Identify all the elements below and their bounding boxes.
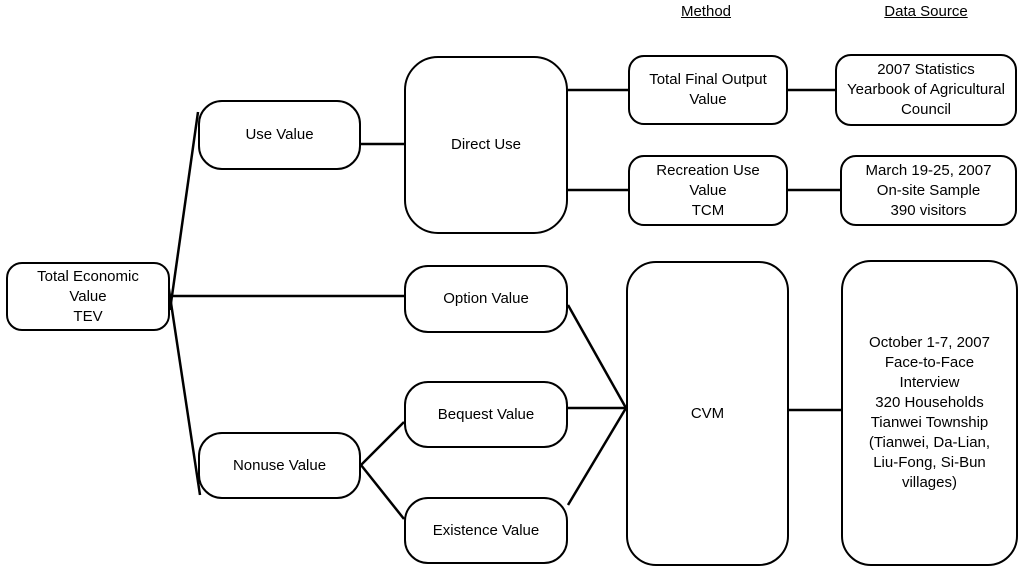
connector-option-to-cvm: [566, 304, 628, 409]
node-recreation[interactable]: Recreation Use Value TCM: [628, 155, 788, 226]
connector-tev-to-use: [168, 111, 200, 311]
node-bequest-value[interactable]: Bequest Value: [404, 381, 568, 448]
connector-nonuse-to-bequest: [360, 421, 405, 466]
node-option-value[interactable]: Option Value: [404, 265, 568, 333]
connector-existence-to-cvm: [566, 407, 628, 506]
connector-tev-to-nonuse: [166, 282, 202, 496]
connector-nonuse-to-existence: [360, 464, 405, 520]
node-direct-use[interactable]: Direct Use: [404, 56, 568, 234]
node-yearbook[interactable]: 2007 Statistics Yearbook of Agricultural…: [835, 54, 1017, 126]
node-nonuse-value[interactable]: Nonuse Value: [198, 432, 361, 499]
node-existence-value[interactable]: Existence Value: [404, 497, 568, 564]
node-onsite[interactable]: March 19-25, 2007 On-site Sample 390 vis…: [840, 155, 1017, 226]
node-cvm[interactable]: CVM: [626, 261, 789, 566]
node-household[interactable]: October 1-7, 2007 Face-to-Face Interview…: [841, 260, 1018, 566]
node-use-value[interactable]: Use Value: [198, 100, 361, 170]
node-tev[interactable]: Total Economic Value TEV: [6, 262, 170, 331]
column-header-method: Method: [680, 3, 732, 20]
column-header-data-source: Data Source: [884, 3, 968, 20]
node-tfov[interactable]: Total Final Output Value: [628, 55, 788, 125]
